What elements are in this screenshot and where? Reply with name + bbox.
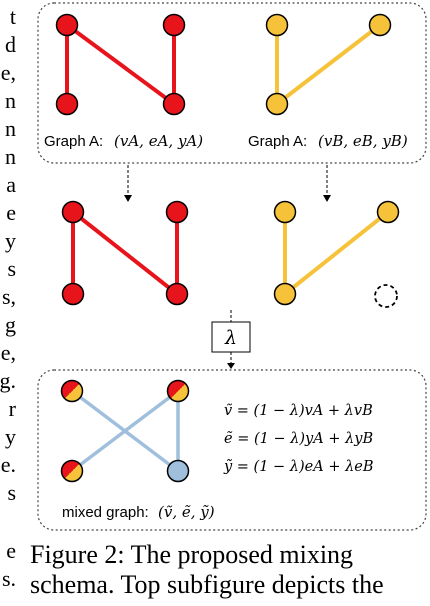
left-fragment: g.: [0, 368, 16, 393]
left-fragment: n: [5, 88, 16, 113]
graph-node: [166, 379, 190, 403]
graph-node: [55, 92, 79, 116]
figure-caption: Figure 2: The proposed mixing schema. To…: [30, 540, 430, 600]
graph-node: [165, 282, 189, 306]
left-fragment: n: [5, 116, 16, 141]
graph-a-top: [55, 13, 186, 116]
arrow-down-right: [323, 165, 331, 202]
graph-node: [60, 379, 84, 403]
graph-node: [61, 282, 85, 306]
graph-b-middle: [273, 200, 400, 308]
left-fragment: s.: [1, 566, 16, 591]
caption-line: schema. Top subfigure depicts the: [30, 570, 384, 599]
left-fragment: e,: [0, 60, 16, 85]
lambda-box: [211, 321, 251, 353]
left-fragment: e,: [0, 340, 16, 365]
left-fragment: a: [6, 172, 16, 197]
mixed-graph: [60, 379, 190, 483]
top-frame: [37, 2, 427, 164]
graph-node: [165, 200, 189, 224]
left-text-column: t d e, n n n a e y s s, g e, g. r y e. s…: [0, 0, 18, 606]
lambda-symbol: λ: [224, 327, 237, 349]
arrow-down-left: [124, 165, 132, 202]
equation-v: ṽ = (1 − λ)vA + λvB: [224, 403, 373, 419]
graph-node: [376, 200, 400, 224]
graph-node: [368, 13, 392, 37]
left-fragment: s: [7, 480, 16, 505]
left-fragment: e: [6, 538, 16, 563]
left-fragment: n: [5, 144, 16, 169]
graph-node: [265, 92, 289, 116]
graph-node: [162, 92, 186, 116]
caption-line: Figure 2: The proposed mixing: [30, 540, 354, 569]
lambda-arrow: λ: [211, 310, 251, 369]
equation-e: ẽ = (1 − λ)yA + λyB: [224, 431, 373, 447]
graph-edge: [65, 23, 176, 106]
graph-node: [265, 13, 289, 37]
graph-node: [55, 13, 79, 37]
graph-edge: [70, 389, 180, 473]
mixed-graph-label: mixed graph:: [62, 504, 149, 521]
graph-edge: [275, 23, 382, 106]
left-fragment: g: [5, 312, 16, 337]
graph-b-label: Graph A:: [248, 133, 307, 150]
left-fragment: y: [5, 424, 16, 449]
graph-node: [273, 282, 297, 306]
left-fragment: s: [7, 256, 16, 281]
graph-node: [61, 200, 85, 224]
mixed-graph-formula: (ṽ, ẽ, ỹ): [158, 503, 215, 521]
graph-a-middle: [61, 200, 189, 306]
graph-b-top: [265, 13, 392, 116]
left-fragment: y: [5, 228, 16, 253]
graph-edge: [71, 210, 179, 296]
left-fragment: t: [9, 4, 16, 29]
mixing-figure: Graph A: (vA, eA, yA) Graph A: (vB, eB, …: [37, 2, 427, 531]
graph-b-formula: (vB, eB, yB): [318, 132, 408, 150]
graph-edge: [283, 210, 390, 296]
left-fragment: e.: [0, 452, 16, 477]
graph-a-label: Graph A:: [44, 133, 103, 150]
graph-node: [166, 459, 190, 483]
graph-a-formula: (vA, eA, yA): [114, 132, 203, 150]
left-fragment: s,: [1, 284, 16, 309]
bottom-frame: [37, 369, 427, 531]
equation-y: ỹ = (1 − λ)eA + λeB: [223, 459, 374, 475]
left-fragment: r: [8, 396, 16, 421]
graph-node: [60, 459, 84, 483]
left-fragment: d: [5, 32, 16, 57]
placeholder-node: [374, 284, 398, 308]
graph-node: [162, 13, 186, 37]
graph-node: [273, 200, 297, 224]
left-fragment: e: [6, 200, 16, 225]
